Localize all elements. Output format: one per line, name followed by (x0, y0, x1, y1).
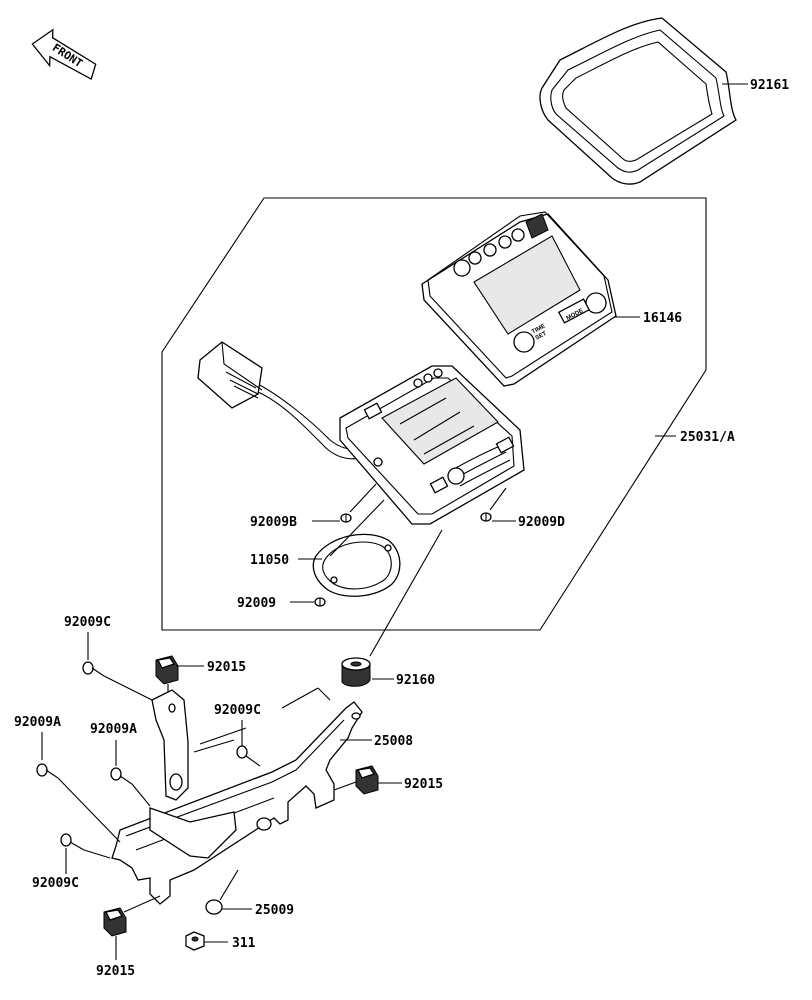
screw-92009a-left (36, 763, 59, 779)
nut-311 (185, 931, 205, 951)
grommet-92160 (341, 657, 371, 687)
leader-assembly-92160 (369, 529, 443, 657)
leader-92009d-a (489, 487, 507, 511)
callout-16146: 16146 (643, 311, 682, 326)
callout-25031a: 25031/A (680, 430, 735, 445)
callout-92009a-left: 92009A (14, 715, 61, 730)
leader-92009c-top-b (103, 675, 161, 705)
screw-92009d (480, 512, 492, 522)
callout-92009d: 92009D (518, 515, 565, 530)
callout-92009: 92009 (237, 596, 276, 611)
screw-92009b (340, 513, 352, 523)
leader-92015-right-a (333, 781, 357, 791)
leader-92009c-bottom-b (83, 849, 111, 859)
leader-92009a-mid-b (131, 783, 151, 807)
callout-92009c-bottom: 92009C (32, 876, 79, 891)
callout-11050: 11050 (250, 553, 289, 568)
leader-92009c-mid-a (281, 687, 319, 709)
callout-92160: 92160 (396, 673, 435, 688)
leader-11050-b (329, 499, 385, 557)
callout-92015-bottom: 92015 (96, 964, 135, 979)
meter-face-16146: MODE TIME SET (421, 211, 617, 387)
front-arrow-icon: FRONT (31, 28, 97, 81)
screw-92009c-bottom (60, 833, 85, 851)
callout-92161: 92161 (750, 78, 789, 93)
callout-92009c-top: 92009C (64, 615, 111, 630)
bracket-25008 (111, 689, 363, 905)
leader-25009-a (219, 869, 239, 901)
meter-body (197, 341, 525, 525)
clip-nut-92015-right (355, 765, 379, 795)
gasket-11050 (312, 533, 401, 597)
clip-nut-92015-bottom (103, 907, 127, 937)
time-set-label-2: SET (535, 331, 548, 342)
screw-92009c-mid (236, 745, 261, 767)
leader-92009b-a (349, 483, 377, 513)
callout-25009: 25009 (255, 903, 294, 918)
callout-311: 311 (232, 936, 256, 951)
callout-92009c-mid: 92009C (214, 703, 261, 718)
callout-25008: 25008 (374, 734, 413, 749)
leader-92009a-left-b (57, 777, 121, 843)
screw-92009a-mid (110, 767, 133, 785)
callout-92009a-mid: 92009A (90, 722, 137, 737)
screw-92009c-top (82, 661, 105, 677)
callout-92009b: 92009B (250, 515, 297, 530)
washer-25009 (205, 899, 223, 915)
leader-92015-bottom-a (123, 895, 161, 913)
leader-92009c-mid-b (317, 687, 331, 701)
clip-nut-92015-top (155, 655, 179, 685)
screw-92009 (314, 597, 326, 607)
assembly-outline-25031a (161, 197, 707, 631)
meter-cover-frame (539, 17, 737, 185)
callout-92015-right: 92015 (404, 777, 443, 792)
callout-92015-top: 92015 (207, 660, 246, 675)
